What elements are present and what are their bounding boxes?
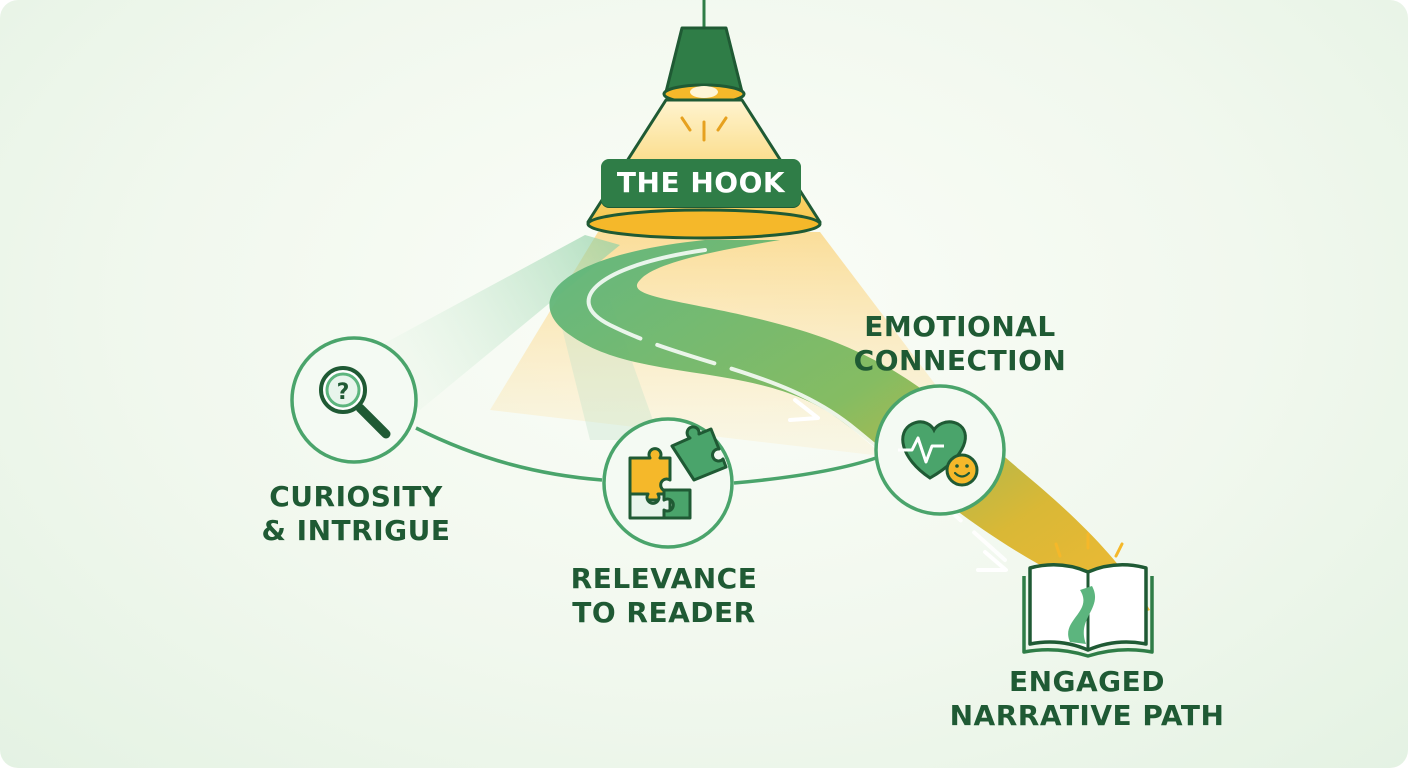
svg-text:?: ? bbox=[337, 380, 350, 405]
open-book-icon bbox=[1022, 532, 1154, 658]
arrowhead-1 bbox=[788, 398, 820, 422]
engaged-label-line2: NARRATIVE PATH bbox=[949, 698, 1225, 732]
heart-smile-icon bbox=[898, 420, 979, 487]
emotional-node bbox=[874, 384, 1006, 516]
emotional-label-line1: EMOTIONAL bbox=[864, 310, 1056, 343]
curiosity-label-line2: & INTRIGUE bbox=[261, 513, 451, 547]
green-light-beam bbox=[372, 235, 620, 410]
arrowhead-2 bbox=[976, 550, 1008, 572]
winding-path bbox=[549, 240, 1150, 630]
hook-title-badge: THE HOOK bbox=[601, 159, 801, 207]
relevance-label-line2: TO READER bbox=[572, 595, 756, 629]
engaged-label: ENGAGED NARRATIVE PATH bbox=[934, 665, 1240, 732]
curiosity-node: ? bbox=[290, 336, 418, 464]
emotional-label: EMOTIONAL CONNECTION bbox=[842, 310, 1078, 377]
magnifier-question-icon: ? bbox=[319, 366, 391, 439]
relevance-node bbox=[602, 417, 734, 549]
relevance-label-line1: RELEVANCE bbox=[570, 562, 758, 595]
curiosity-label-line1: CURIOSITY bbox=[269, 480, 443, 513]
emotional-label-line2: CONNECTION bbox=[853, 343, 1067, 377]
puzzle-icon bbox=[628, 425, 728, 520]
engaged-label-line1: ENGAGED bbox=[1008, 665, 1166, 698]
curiosity-label: CURIOSITY & INTRIGUE bbox=[248, 480, 464, 547]
connector-line bbox=[415, 426, 877, 485]
relevance-label: RELEVANCE TO READER bbox=[548, 562, 780, 629]
